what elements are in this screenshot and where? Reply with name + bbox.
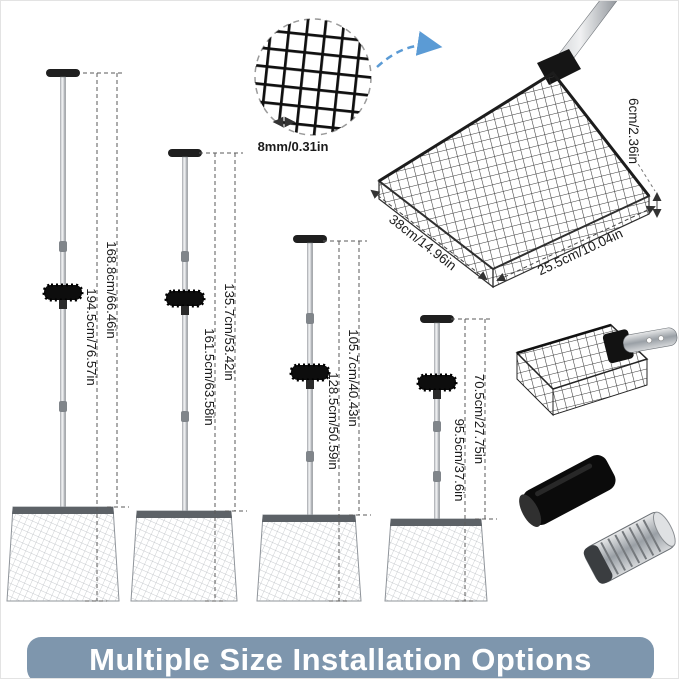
t-handle xyxy=(46,69,80,77)
mesh-gap-label: 8mm/0.31in xyxy=(258,139,329,154)
tool-3-total-length-label: 128.5cm/50.59in xyxy=(326,372,341,470)
tool-1-total-length-label: 194.5cm/76.57in xyxy=(84,288,99,386)
basket-rim xyxy=(516,323,612,355)
adjust-hole xyxy=(658,335,664,342)
scoop-basket xyxy=(256,514,362,602)
scoop-basket xyxy=(384,518,488,602)
scoop-rim xyxy=(390,519,482,526)
scoop-basket xyxy=(130,510,238,602)
pole-joint xyxy=(181,251,189,262)
tool-size-1 xyxy=(6,69,120,602)
grip-knob xyxy=(289,363,331,382)
scoop-basket xyxy=(6,506,120,602)
width-dimension-line xyxy=(370,189,488,281)
t-handle xyxy=(420,315,454,323)
knob-stem xyxy=(181,306,189,315)
scoop-back-rim xyxy=(378,71,651,197)
zoom-arrow xyxy=(376,31,443,68)
pole-joint xyxy=(306,451,314,462)
scoop-rim xyxy=(136,511,232,518)
pole-joint xyxy=(59,241,67,252)
knob-stem xyxy=(433,390,441,399)
closeup-mesh xyxy=(255,19,371,135)
scoop-head-detail: 38cm/14.96in 25.5cm/10.04in 6cm/2.36in xyxy=(370,1,662,289)
tool-size-2 xyxy=(130,149,238,602)
tube-opening xyxy=(519,494,542,527)
tool-4-pole-length-label: 70.5cm/27.75in xyxy=(472,374,487,464)
scoop-height-label: 6cm/2.36in xyxy=(626,98,641,164)
tool-1-pole-length-label: 168.8cm/66.46in xyxy=(104,241,119,339)
scoop-rim xyxy=(12,507,114,514)
handle-attachment-detail xyxy=(515,323,678,417)
tool-size-4 xyxy=(384,315,488,602)
banner: Multiple Size Installation Options xyxy=(27,637,654,678)
tool-4-total-length-label: 95.5cm/37.6in xyxy=(452,419,467,502)
tool-3-pole-length-label: 105.7cm/40.43in xyxy=(346,329,361,427)
grip-tube-detail xyxy=(519,455,616,527)
banner-title: Multiple Size Installation Options xyxy=(89,642,592,677)
scoop-rim xyxy=(262,515,356,522)
connector-ribs xyxy=(600,519,662,575)
pole xyxy=(182,156,188,512)
tool-4-measurements xyxy=(451,318,497,602)
connector-band xyxy=(583,545,613,584)
connector-cap xyxy=(652,511,676,547)
t-handle xyxy=(168,149,202,157)
t-handle xyxy=(293,235,327,243)
pole-joint xyxy=(59,401,67,412)
tool-3-measurements xyxy=(323,240,371,602)
tool-1-measurements xyxy=(83,72,129,602)
pole-joint xyxy=(433,471,441,482)
adjust-hole xyxy=(646,337,653,344)
height-leader-line xyxy=(634,158,656,192)
tool-2-pole-length-label: 135.7cm/53.42in xyxy=(222,283,237,381)
pole-joint xyxy=(433,421,441,432)
knob-stem xyxy=(306,380,314,389)
knob-stem xyxy=(59,300,67,309)
grip-tube xyxy=(522,455,616,525)
grip-knob xyxy=(416,373,458,392)
tool-size-3 xyxy=(256,235,362,602)
pole-joint xyxy=(181,411,189,422)
pole-connector-detail xyxy=(583,511,676,584)
tool-2-total-length-label: 161.5cm/63.58in xyxy=(202,328,217,426)
pole-joint xyxy=(306,313,314,324)
tool-2-measurements xyxy=(199,152,247,602)
basket-right-wall xyxy=(552,358,648,416)
tube-highlight xyxy=(535,463,593,497)
depth-dimension-line xyxy=(496,205,656,282)
grip-knob xyxy=(42,283,84,302)
grip-knob xyxy=(164,289,206,308)
mesh-closeup: 8mm/0.31in xyxy=(254,18,443,154)
